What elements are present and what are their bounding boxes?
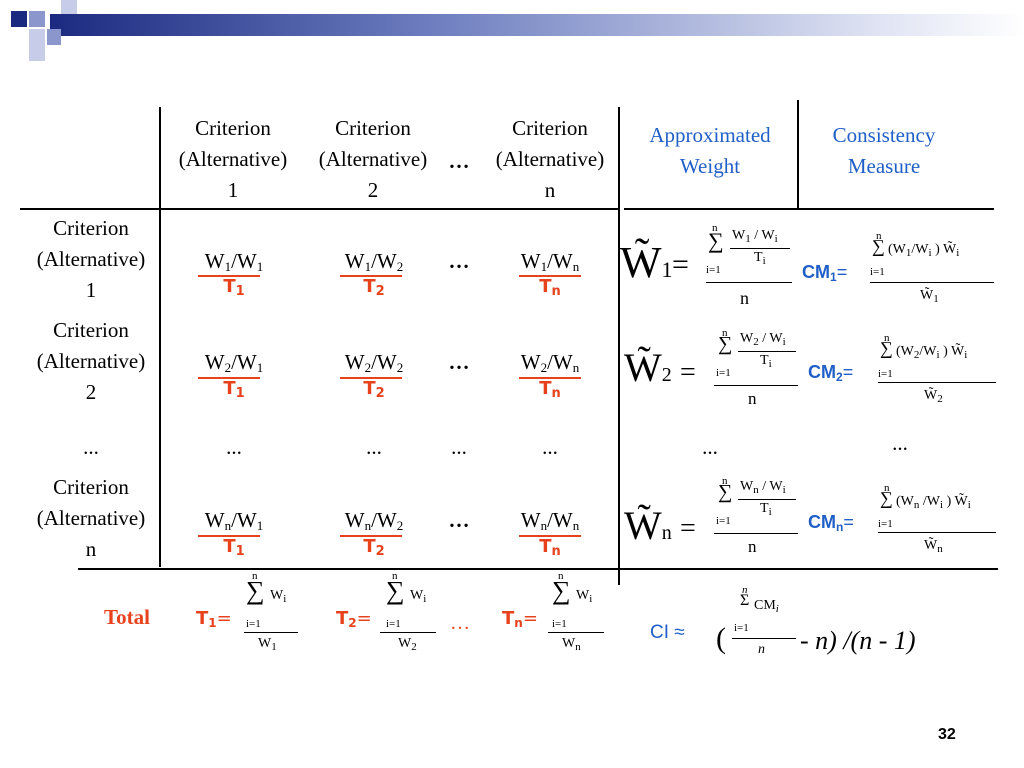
total-formula-1: T1= n ∑ i=1 Wi W1 <box>194 570 304 660</box>
cell-r2-cn: W2/Wn <box>520 350 580 375</box>
t-label-rn-c1: T1 <box>223 536 245 559</box>
weight-formula-dots: ... <box>702 435 718 459</box>
total-formula-n: Tn= n ∑ i=1 Wi Wn <box>500 570 610 660</box>
weight-formula-1: W̃1 = n ∑ i=1 W1 / Wi Ti n <box>620 220 798 315</box>
t-label-r1-cn: Tn <box>539 276 561 299</box>
ci-formula: CI ≈ ( n Σ CMi i=1 n - n) /(n - 1) <box>650 584 916 657</box>
t-label-r1-c1: T1 <box>223 276 245 299</box>
total-dots: … <box>450 612 470 634</box>
cell-rn-c2: Wn/W2 <box>344 508 404 533</box>
cm-formula-2: CM2= n ∑ i=1 (W2/Wi ) W̃i W̃2 <box>800 330 1000 420</box>
grid-vline-3 <box>797 100 799 210</box>
total-formula-2: T2= n ∑ i=1 Wi W2 <box>334 570 444 660</box>
cell-rn-cn: Wn/Wn <box>520 508 580 533</box>
header-col-dots: … <box>448 149 470 173</box>
cell-r2-c2: W2/W2 <box>344 350 404 375</box>
cell-dots-c1: ... <box>226 435 242 459</box>
grid-vline-2 <box>618 107 620 585</box>
cell-rn-c1: Wn/W1 <box>204 508 264 533</box>
cm-formula-n: CMn= n ∑ i=1 (Wn /Wi ) W̃i W̃n <box>800 480 1000 570</box>
weight-formula-2: W̃2 = n ∑ i=1 W2 / Wi Ti n <box>620 325 798 420</box>
row-header-1: Criterion(Alternative)1 <box>36 216 146 302</box>
cm-formula-1: CM1= n ∑ i=1 (W1/Wi ) W̃i W̃1 <box>800 228 1000 318</box>
page-number: 32 <box>938 726 956 743</box>
cell-dots-c2: ... <box>366 435 382 459</box>
cell-r1-c2: W1/W2 <box>344 249 404 274</box>
t-label-rn-cn: Tn <box>539 536 561 559</box>
cm-formula-dots: ... <box>892 431 908 455</box>
cell-dots-dots: ... <box>451 435 467 459</box>
weight-formula-n: W̃n = n ∑ i=1 Wn / Wi Ti n <box>620 473 798 568</box>
t-label-r2-c1: T1 <box>223 378 245 401</box>
row-header-n: Criterion(Alternative)n <box>36 475 146 561</box>
row-header-dots: ... <box>83 435 99 459</box>
header-col-n: Criterion(Alternative)n <box>495 116 605 202</box>
grid-hline-bottom <box>78 568 998 570</box>
cell-r1-dots: … <box>448 249 470 273</box>
cell-r2-dots: … <box>448 350 470 374</box>
cell-r1-c1: W1/W1 <box>204 249 264 274</box>
t-label-r1-c2: T2 <box>363 276 385 299</box>
cell-dots-cn: ... <box>542 435 558 459</box>
t-label-r2-c2: T2 <box>363 378 385 401</box>
header-col-1: Criterion(Alternative)1 <box>178 116 288 202</box>
header-col-2: Criterion(Alternative)2 <box>318 116 428 202</box>
grid-vline-1 <box>159 107 161 567</box>
cell-r1-cn: W1/Wn <box>520 249 580 274</box>
grid-hline-top <box>20 208 618 210</box>
header-decoration <box>0 0 1024 61</box>
t-label-rn-c2: T2 <box>363 536 385 559</box>
cell-r2-c1: W2/W1 <box>204 350 264 375</box>
cell-rn-dots: … <box>448 508 470 532</box>
t-label-r2-cn: Tn <box>539 378 561 401</box>
total-label: Total <box>104 605 150 629</box>
grid-hline-top-right <box>624 208 994 210</box>
row-header-2: Criterion(Alternative)2 <box>36 318 146 404</box>
